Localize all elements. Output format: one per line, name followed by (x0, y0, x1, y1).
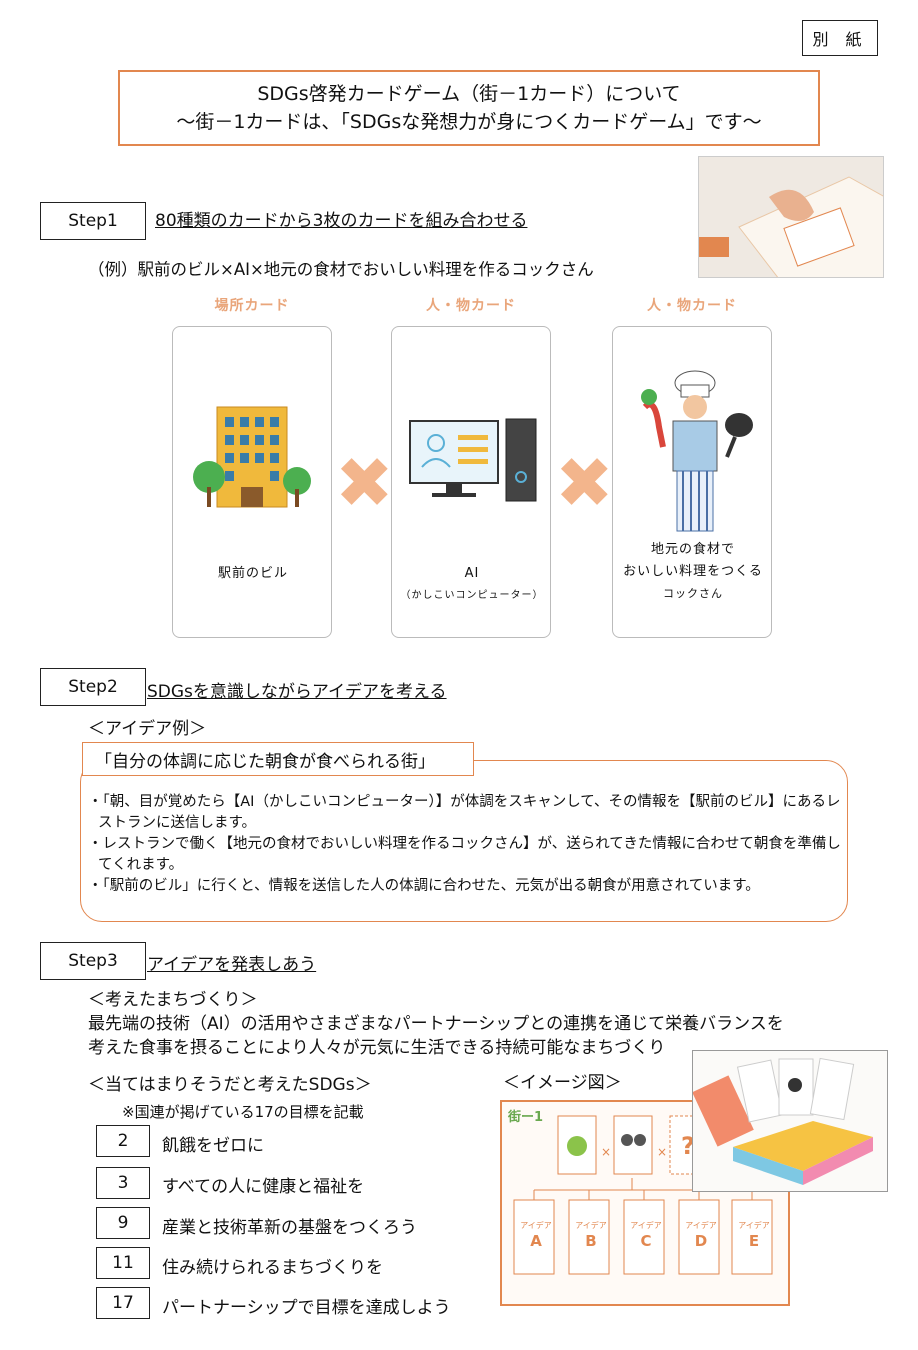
goal-number-3: 3 (96, 1167, 150, 1199)
step3-label: Step3 (40, 942, 146, 980)
idea-bullet-1: ・「朝、目が覚めたら【AI（かしこいコンピューター）】が体調をスキャンして、その… (88, 794, 841, 831)
goal-text-2: 飢餓をゼロに (162, 1136, 264, 1156)
board-diagram: × × ? (513, 1115, 773, 1275)
card-text-3a: 地元の食材で (650, 542, 735, 557)
goal-number-9: 9 (96, 1207, 150, 1239)
idea-bullet-3: ・「駅前のビル」に行くと、情報を送信した人の体調に合わせた、元気が出る朝食が用意… (88, 878, 760, 894)
cross-icon-1: ✖ (335, 442, 394, 524)
board-col-d-letter: D (694, 1232, 708, 1250)
goal-text-3: すべての人に健康と福祉を (162, 1177, 365, 1197)
board-col-b-label: アイデア (575, 1221, 607, 1230)
board-col-a-label: アイデア (520, 1221, 552, 1230)
card-station-building: 駅前のビル (172, 326, 332, 638)
card-subtext-2: （かしこいコンピューター） (400, 590, 544, 601)
svg-text:?: ? (681, 1132, 695, 1160)
step1-title: 80種類のカードから3枚のカードを組み合わせる (155, 211, 528, 231)
step3-title: アイデアを発表しあう (147, 955, 317, 975)
idea-bullets: ・「朝、目が覚めたら【AI（かしこいコンピューター）】が体調をスキャンして、その… (88, 792, 848, 897)
idea-heading: ＜アイデア例＞ (88, 719, 207, 739)
step2-label: Step2 (40, 668, 146, 706)
attachment-tag: 別 紙 (802, 20, 878, 56)
card-box-illustration (692, 1051, 887, 1191)
board-logo: 街ー1 (508, 1110, 544, 1125)
idea-title: 「自分の体調に応じた朝食が食べられる街」 (82, 742, 474, 776)
idea-bullet-2: ・レストランで働く【地元の食材でおいしい料理を作るコックさん】が、送られてきた情… (88, 836, 841, 873)
town-line-2: 考えた食事を摂ることにより人々が元気に生活できる持続可能なまちづくり (88, 1038, 666, 1058)
board-col-c-label: アイデア (630, 1221, 662, 1230)
title-box: SDGs啓発カードゲーム（街－1カード）について ～街－1カードは、「SDGsな… (118, 70, 820, 146)
card-text-3b: おいしい料理をつくる (623, 564, 763, 579)
goal-number-2: 2 (96, 1125, 150, 1157)
goal-number-11: 11 (96, 1247, 150, 1279)
svg-text:×: × (657, 1145, 667, 1159)
card-text-3c: コックさん (663, 587, 723, 600)
card-text-1: 駅前のビル (217, 566, 288, 581)
goal-text-9: 産業と技術革新の基盤をつくろう (162, 1218, 417, 1238)
goal-text-17: パートナーシップで目標を達成しよう (162, 1298, 451, 1318)
image-heading: ＜イメージ図＞ (503, 1073, 622, 1093)
sdgs-note: ※国連が掲げている17の目標を記載 (122, 1103, 364, 1121)
step1-example: （例）駅前のビル×AI×地元の食材でおいしい料理を作るコックさん (88, 260, 594, 279)
goal-text-11: 住み続けられるまちづくりを (162, 1258, 383, 1278)
board-col-b-letter: B (585, 1232, 597, 1250)
town-line-1: 最先端の技術（AI）の活用やさまざまなパートナーシップとの連携を通じて栄養バラン… (88, 1014, 784, 1034)
cross-icon-2: ✖ (555, 442, 614, 524)
board-col-e-label: アイデア (738, 1221, 770, 1230)
board-image: 街ー1 × × ? アイデア A アイデア B アイデア C アイデア D アイ… (500, 1100, 790, 1306)
card-text-2: AI (464, 566, 480, 581)
board-col-a-letter: A (530, 1232, 542, 1250)
goal-number-17: 17 (96, 1287, 150, 1319)
card-cook: 地元の食材で おいしい料理をつくる コックさん (612, 326, 772, 638)
sdgs-heading: ＜当てはまりそうだと考えたSDGs＞ (88, 1075, 372, 1095)
card-category-1: 場所カード (214, 298, 290, 314)
photo-playing-cards (698, 156, 884, 278)
cook-icon (641, 370, 753, 532)
board-col-c-letter: C (640, 1232, 652, 1250)
title-line-1: SDGs啓発カードゲーム（街－1カード）について (257, 83, 681, 105)
photo-illustration (699, 157, 883, 277)
title-line-2: ～街－1カードは、「SDGsな発想力が身につくカードゲーム」です～ (176, 111, 762, 133)
computer-icon (409, 418, 537, 502)
card-category-3: 人・物カード (647, 298, 737, 314)
step2-title: SDGsを意識しながらアイデアを考える (147, 682, 447, 702)
card-ai: AI （かしこいコンピューター） (391, 326, 551, 638)
board-col-e-letter: E (748, 1232, 760, 1250)
card-box-photo (692, 1050, 888, 1192)
card-category-2: 人・物カード (426, 298, 516, 314)
step1-label: Step1 (40, 202, 146, 240)
svg-text:×: × (601, 1145, 611, 1159)
building-icon (193, 406, 311, 508)
board-col-d-label: アイデア (685, 1221, 717, 1230)
town-heading: ＜考えたまちづくり＞ (88, 990, 258, 1010)
